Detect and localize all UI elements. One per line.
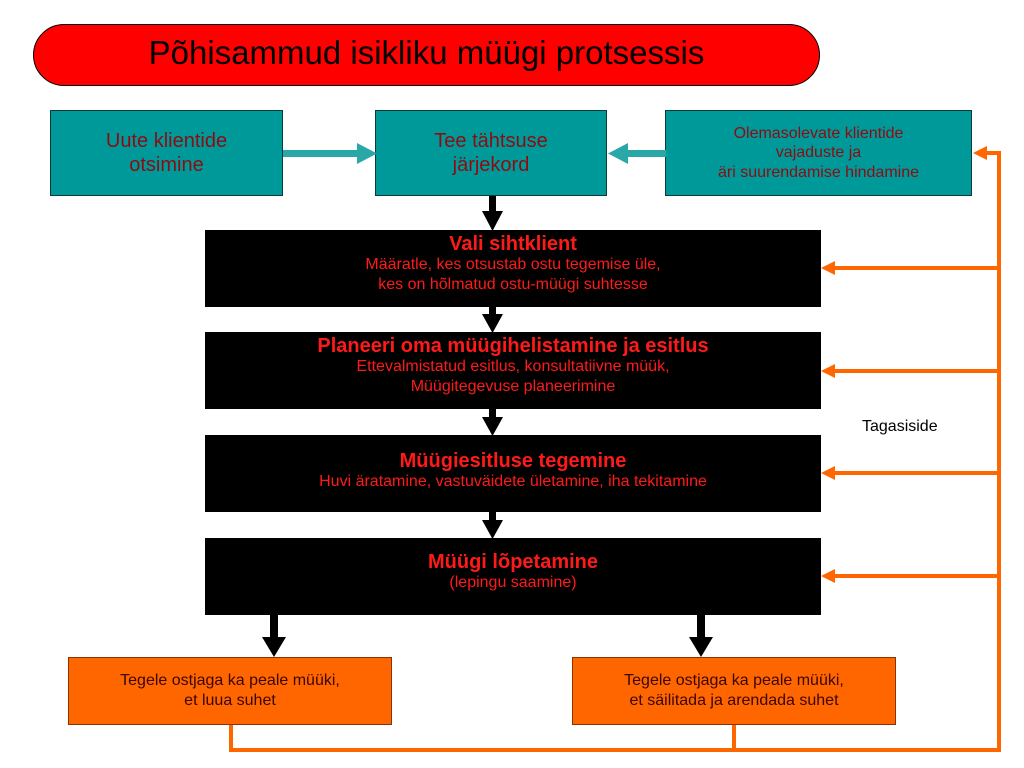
feedback-arrowheads <box>821 146 987 583</box>
step-1-heading: Vali sihtklient <box>449 233 577 255</box>
box-existing-clients-label: Olemasolevate klientide vajaduste ja äri… <box>718 124 919 181</box>
feedback-arrowhead-top <box>973 146 987 160</box>
teal-arrows <box>283 143 666 164</box>
arrow-down-4-head <box>482 520 503 539</box>
box-followup-maintain-label: Tegele ostjaga ka peale müüki, et säilit… <box>624 672 844 709</box>
box-priority-label: Tee tähtsuse järjekord <box>434 129 548 176</box>
arrow-new-to-priority-head <box>357 143 377 164</box>
arrow-down-1-shaft <box>489 196 496 213</box>
step-1-text: Määratle, kes otsustab ostu tegemise üle… <box>365 256 661 293</box>
arrow-down-2-shaft <box>489 307 496 316</box>
feedback-loop <box>229 151 1001 752</box>
step-4-text: (lepingu saamine) <box>449 574 577 591</box>
feedback-arrowhead-step1 <box>821 261 835 275</box>
box-followup-relationship-label: Tegele ostjaga ka peale müüki, et luua s… <box>120 672 340 709</box>
box-existing-clients: Olemasolevate klientide vajaduste ja äri… <box>665 110 972 196</box>
arrow-down-right-head <box>689 637 713 657</box>
arrow-new-to-priority-shaft <box>283 150 359 157</box>
step-3-heading: Müügiesitluse tegemine <box>399 450 627 472</box>
box-followup-relationship: Tegele ostjaga ka peale müüki, et luua s… <box>68 657 392 725</box>
feedback-label: Tagasiside <box>862 418 938 435</box>
arrow-down-4-shaft <box>489 512 496 522</box>
arrow-down-2-head <box>482 314 503 333</box>
feedback-main-line <box>229 151 1001 752</box>
arrow-down-3-head <box>482 417 503 436</box>
step-close-sale: Müügi lõpetamine (lepingu saamine) <box>205 538 821 615</box>
step-4-heading: Müügi lõpetamine <box>428 551 598 573</box>
arrow-existing-to-priority-head <box>608 143 628 164</box>
arrow-down-right-shaft <box>697 615 705 639</box>
box-new-clients: Uute klientide otsimine <box>50 110 283 196</box>
step-3-text: Huvi äratamine, vastuväidete ületamine, … <box>319 473 707 490</box>
arrow-existing-to-priority-shaft <box>626 150 666 157</box>
arrow-down-3-shaft <box>489 409 496 419</box>
black-arrows <box>262 196 713 657</box>
step-2-heading: Planeeri oma müügihelistamine ja esitlus <box>317 335 709 357</box>
title-bar: Põhisammud isikliku müügi protsessis <box>33 24 820 86</box>
box-priority: Tee tähtsuse järjekord <box>375 110 607 196</box>
box-new-clients-label: Uute klientide otsimine <box>105 129 228 176</box>
page-title: Põhisammud isikliku müügi protsessis <box>148 34 705 71</box>
arrow-down-left-shaft <box>270 615 278 639</box>
arrow-down-1-head <box>482 211 503 231</box>
box-followup-maintain: Tegele ostjaga ka peale müüki, et säilit… <box>572 657 896 725</box>
feedback-arrowhead-step3 <box>821 466 835 480</box>
arrow-down-left-head <box>262 637 286 657</box>
step-plan-call: Planeeri oma müügihelistamine ja esitlus… <box>205 332 821 409</box>
step-2-text: Ettevalmistatud esitlus, konsultatiivne … <box>356 358 670 395</box>
step-select-target: Vali sihtklient Määratle, kes otsustab o… <box>205 230 821 307</box>
step-presentation: Müügiesitluse tegemine Huvi äratamine, v… <box>205 435 821 512</box>
feedback-arrowhead-step2 <box>821 364 835 378</box>
feedback-arrowhead-step4 <box>821 569 835 583</box>
